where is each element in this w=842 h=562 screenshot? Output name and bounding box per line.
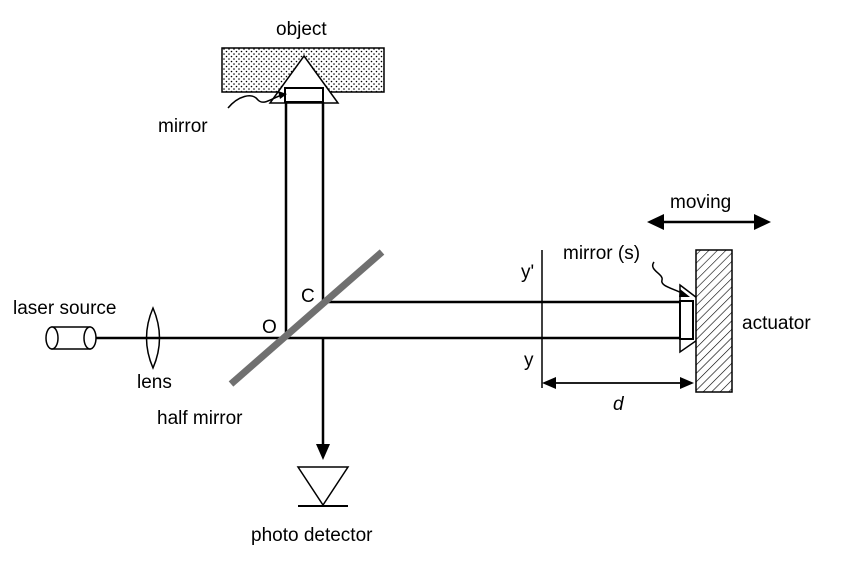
mirror-s-callout-arrowhead	[679, 289, 690, 297]
label-point-c: C	[301, 286, 315, 307]
mirror-callout-arrowhead	[278, 91, 287, 99]
label-y-prime: y'	[521, 262, 534, 283]
label-moving: moving	[670, 192, 731, 213]
moving-arrow-left-head	[647, 214, 664, 230]
moving-arrow-right-head	[754, 214, 771, 230]
label-object: object	[276, 19, 327, 40]
photo-detector-icon	[296, 466, 350, 507]
detector-arrowhead	[316, 444, 330, 460]
mirror-s-face	[679, 300, 694, 340]
label-laser-source: laser source	[13, 298, 117, 319]
label-distance-d: d	[613, 394, 625, 415]
label-mirror-s: mirror (s)	[563, 243, 640, 264]
distance-d-right-head	[680, 377, 694, 389]
label-actuator: actuator	[742, 313, 811, 334]
laser-source-front	[83, 326, 97, 350]
label-half-mirror: half mirror	[157, 408, 243, 429]
label-point-o: O	[262, 317, 277, 338]
laser-source-back	[45, 326, 59, 350]
label-mirror: mirror	[158, 116, 208, 137]
label-y: y	[524, 350, 534, 371]
mirror-callout-line	[227, 94, 283, 109]
actuator-block	[695, 249, 733, 393]
label-lens: lens	[137, 372, 172, 393]
mirror-s-callout-line	[651, 261, 685, 295]
half-mirror	[228, 249, 385, 387]
distance-d-left-head	[542, 377, 556, 389]
label-photo-detector: photo detector	[251, 525, 373, 546]
